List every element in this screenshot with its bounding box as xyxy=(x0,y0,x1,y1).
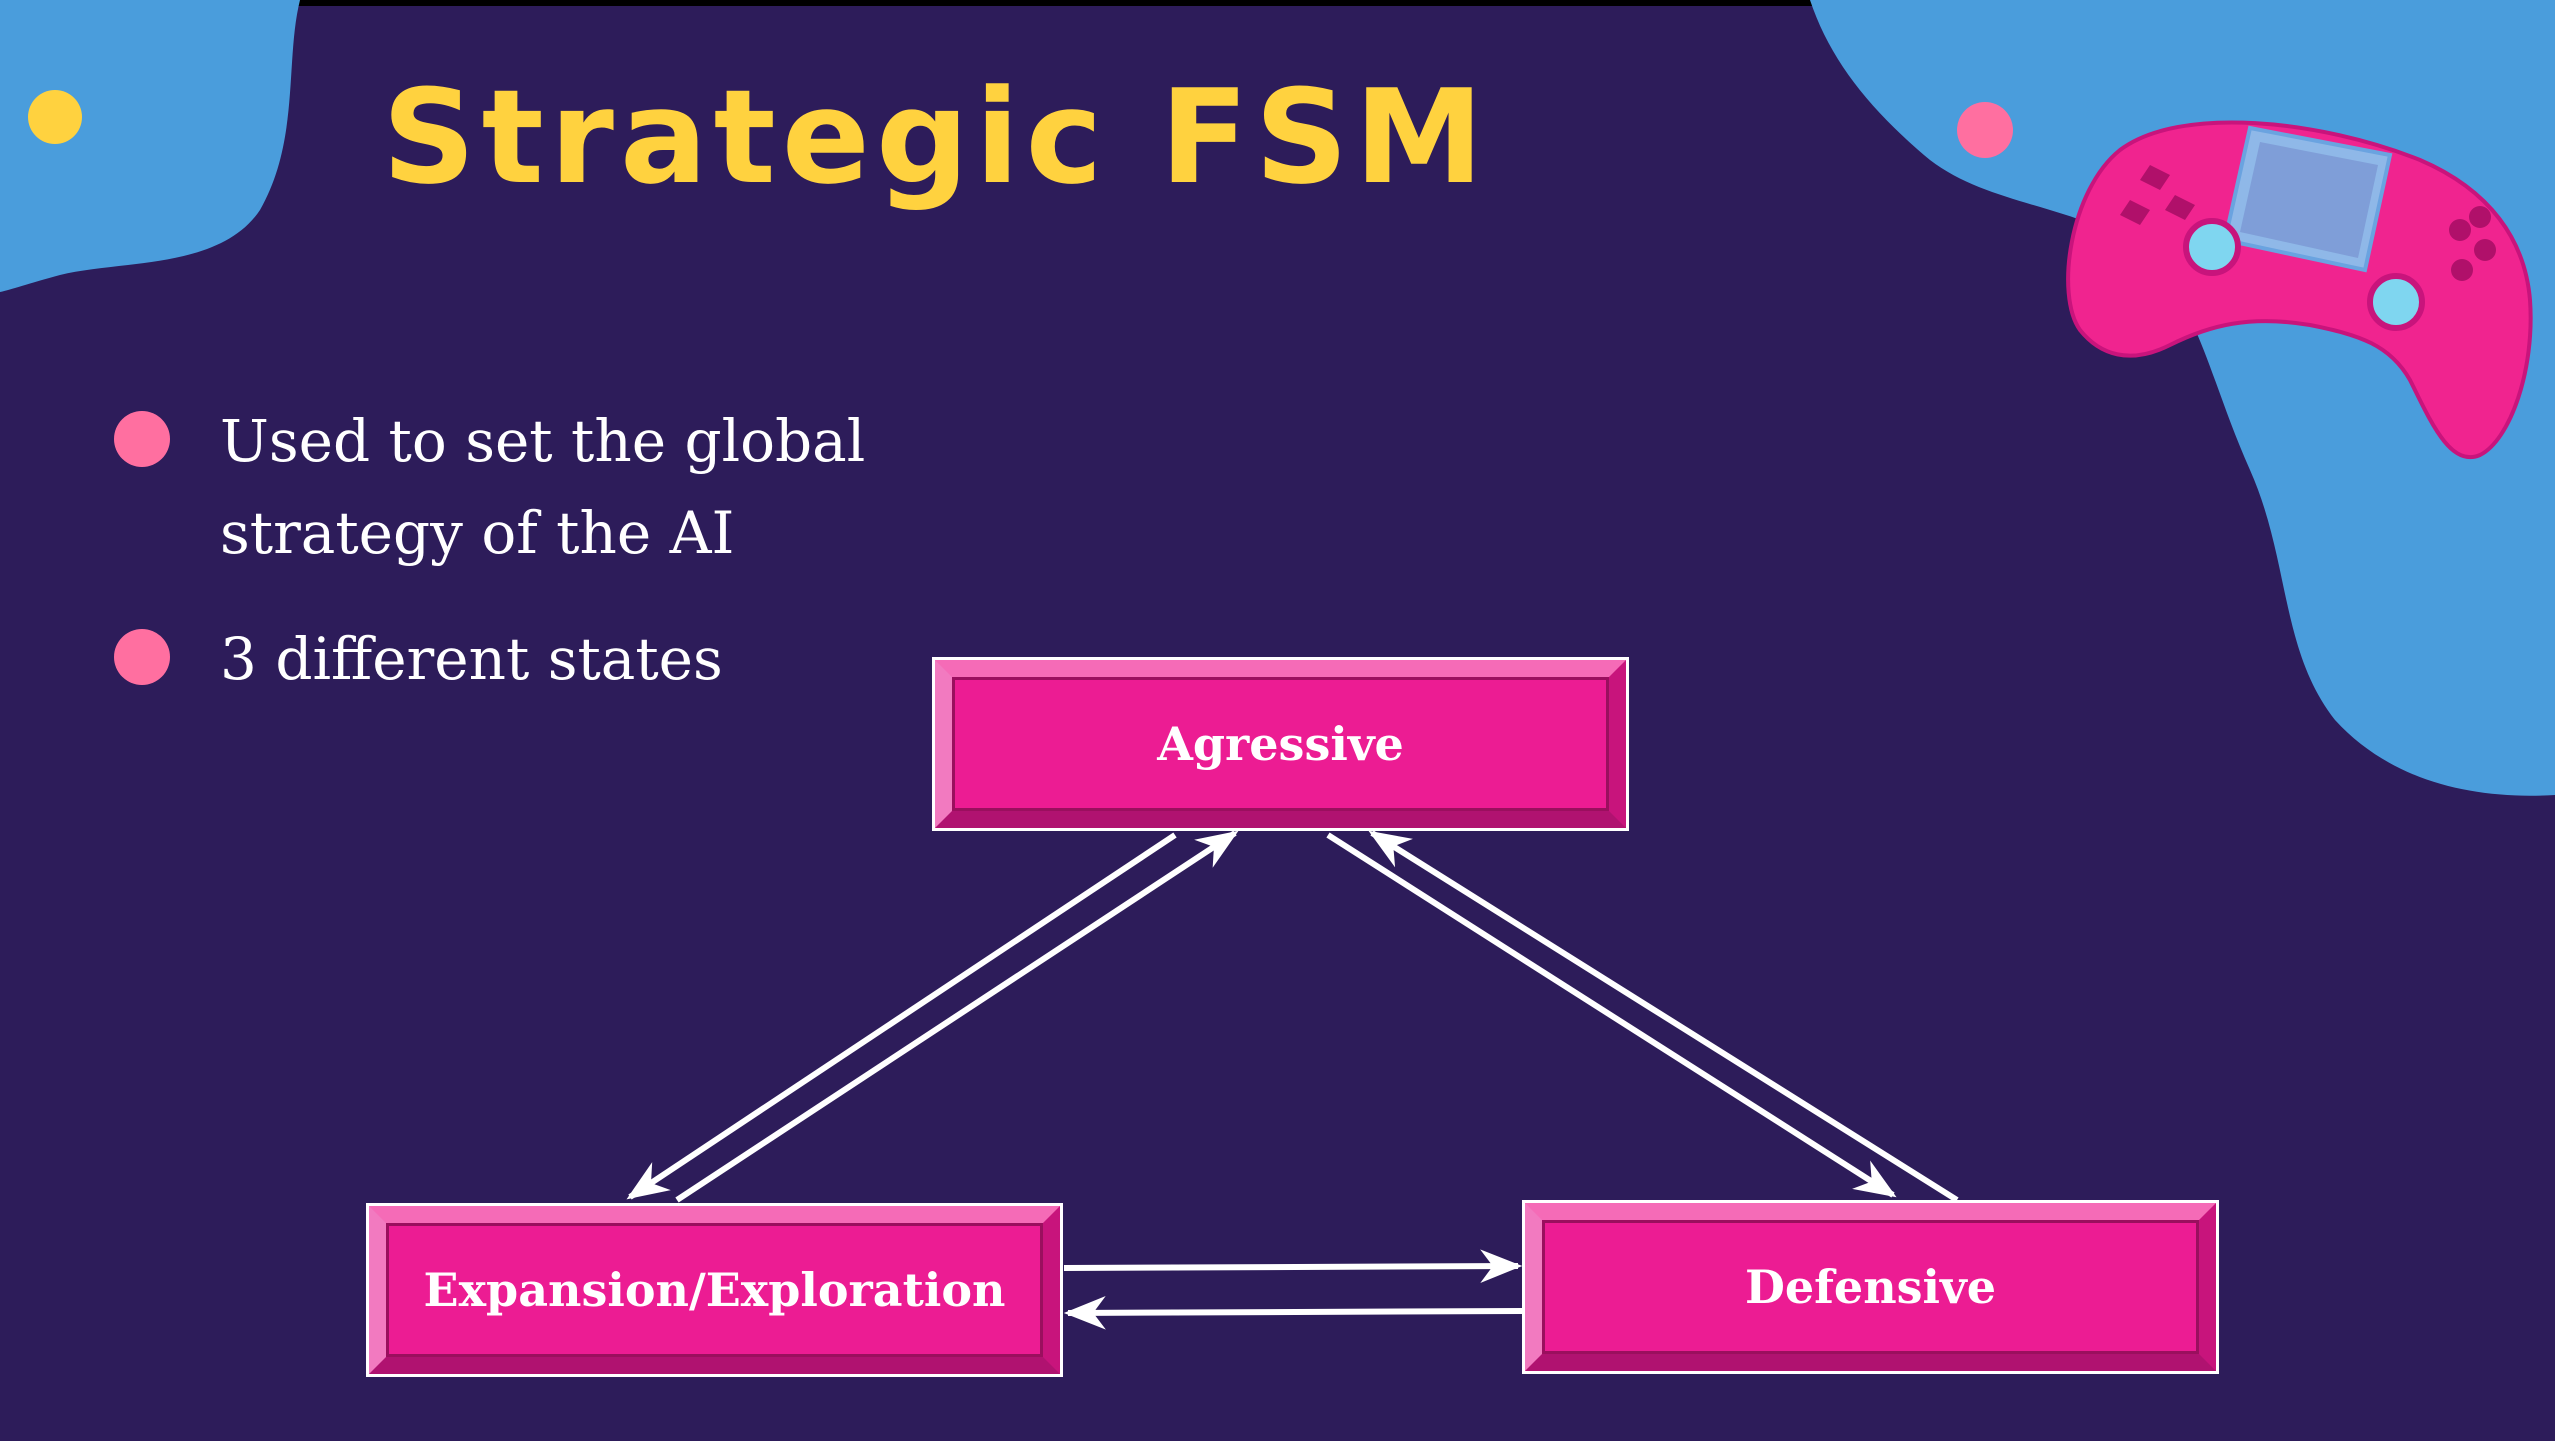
arrow-agressive-to-expansion xyxy=(626,832,1177,1200)
bullet-text: Used to set the global strategy of the A… xyxy=(220,407,866,567)
yellow-dot xyxy=(28,90,82,144)
arrow-defensive-to-agressive xyxy=(1368,830,1959,1203)
arrow-agressive-to-defensive xyxy=(1326,832,1897,1198)
state-expansion-exploration: Expansion/Exploration xyxy=(366,1203,1063,1377)
game-controller-icon xyxy=(2066,120,2533,460)
bullet-dot xyxy=(114,411,170,467)
state-label: Agressive xyxy=(1157,717,1404,771)
state-agressive: Agressive xyxy=(932,657,1629,831)
arrow-expansion-to-agressive xyxy=(675,830,1239,1203)
bullet-list: Used to set the global strategy of the A… xyxy=(110,395,1010,739)
top-border xyxy=(0,0,2555,6)
bullet-text: 3 different states xyxy=(220,625,723,693)
arrow-expansion-to-defensive xyxy=(1063,1249,1523,1283)
pink-dot xyxy=(1957,102,2013,158)
bullet-dot xyxy=(114,629,170,685)
slide-title: Strategic FSM xyxy=(382,61,1490,213)
state-label: Expansion/Exploration xyxy=(423,1263,1006,1317)
blob-top-left xyxy=(0,0,300,292)
state-defensive: Defensive xyxy=(1522,1200,2219,1374)
state-label: Defensive xyxy=(1744,1260,1997,1314)
bullet-item: Used to set the global strategy of the A… xyxy=(110,395,1010,579)
arrow-defensive-to-expansion xyxy=(1063,1296,1523,1330)
bullet-item: 3 different states xyxy=(110,613,1010,705)
